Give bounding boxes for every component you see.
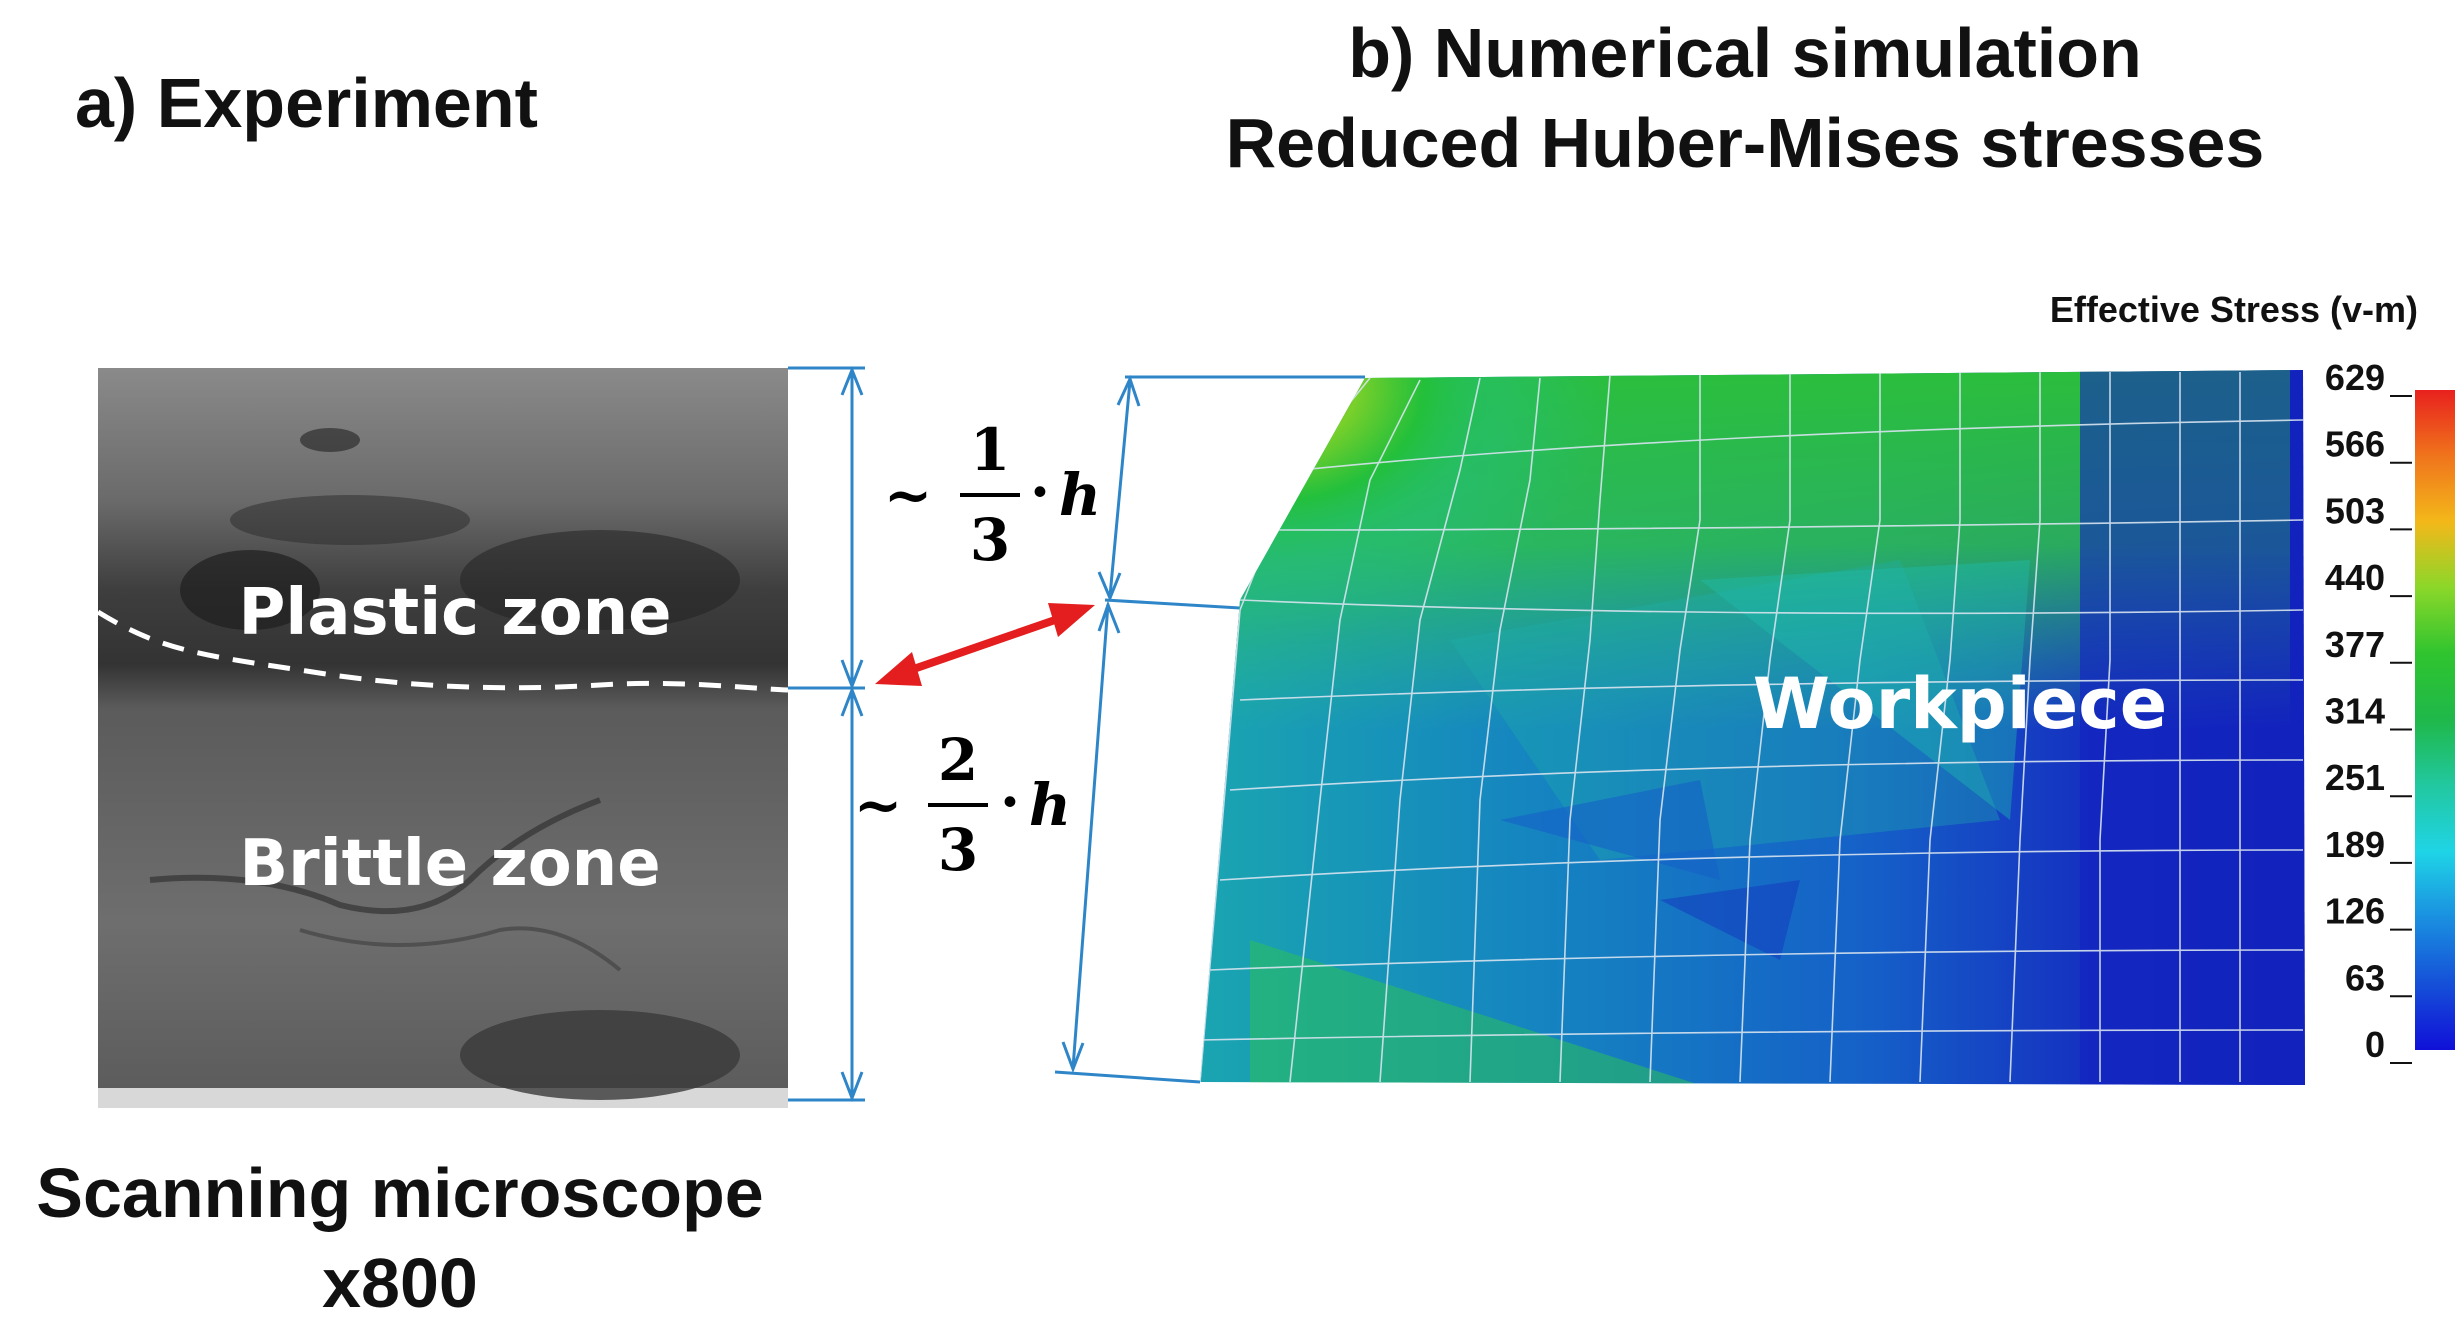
legend-tick-label: 314 — [2325, 691, 2385, 732]
legend-tick-label: 251 — [2325, 757, 2385, 798]
panel-a-caption-line1: Scanning microscope — [36, 1154, 764, 1232]
upper-fraction-dot: · — [1030, 458, 1050, 526]
upper-fraction-prefix: ~ — [884, 461, 933, 529]
legend-colorbar — [2415, 390, 2455, 1050]
panel-b-title-line1: b) Numerical simulation — [1348, 14, 2142, 92]
panel-a-title: a) Experiment — [75, 64, 538, 142]
legend-tick-label: 629 — [2325, 357, 2385, 398]
plastic-zone-label: Plastic zone — [238, 576, 671, 650]
correspondence-arrow — [875, 603, 1095, 686]
upper-fraction-numerator: 1 — [970, 416, 1010, 484]
legend-tick-label: 440 — [2325, 557, 2385, 598]
lower-fraction-denominator: 3 — [938, 816, 978, 884]
legend-tick-label: 566 — [2325, 424, 2385, 465]
legend-tick-label: 126 — [2325, 891, 2385, 932]
panel-b-dimension — [1054, 374, 1365, 1084]
lower-fraction-prefix: ~ — [854, 771, 903, 839]
lower-fraction: ~ 2 3 · h — [854, 726, 1071, 884]
fem-workpiece — [1200, 370, 2305, 1085]
legend-title: Effective Stress (v-m) — [2050, 289, 2418, 330]
legend-tick-label: 63 — [2345, 957, 2385, 998]
lower-fraction-numerator: 2 — [938, 726, 978, 794]
panel-a-dimension — [788, 365, 865, 1103]
legend-ticks: 629 566 503 440 377 314 251 189 126 63 0 — [2325, 357, 2412, 1065]
sem-micrograph — [96, 368, 789, 1108]
panel-b-title-line2: Reduced Huber-Mises stresses — [1225, 104, 2265, 182]
panel-a-caption-line2: x800 — [322, 1244, 478, 1322]
upper-fraction: ~ 1 3 · h — [884, 416, 1101, 574]
lower-fraction-dot: · — [1000, 768, 1020, 836]
lower-fraction-variable: h — [1029, 771, 1071, 839]
brittle-zone-label: Brittle zone — [239, 827, 660, 901]
upper-fraction-denominator: 3 — [970, 506, 1010, 574]
upper-fraction-variable: h — [1059, 461, 1101, 529]
workpiece-label: Workpiece — [1753, 663, 2167, 745]
legend-tick-label: 377 — [2325, 624, 2385, 665]
legend-tick-label: 189 — [2325, 824, 2385, 865]
legend-tick-label: 0 — [2365, 1024, 2385, 1065]
legend-tick-label: 503 — [2325, 490, 2385, 531]
